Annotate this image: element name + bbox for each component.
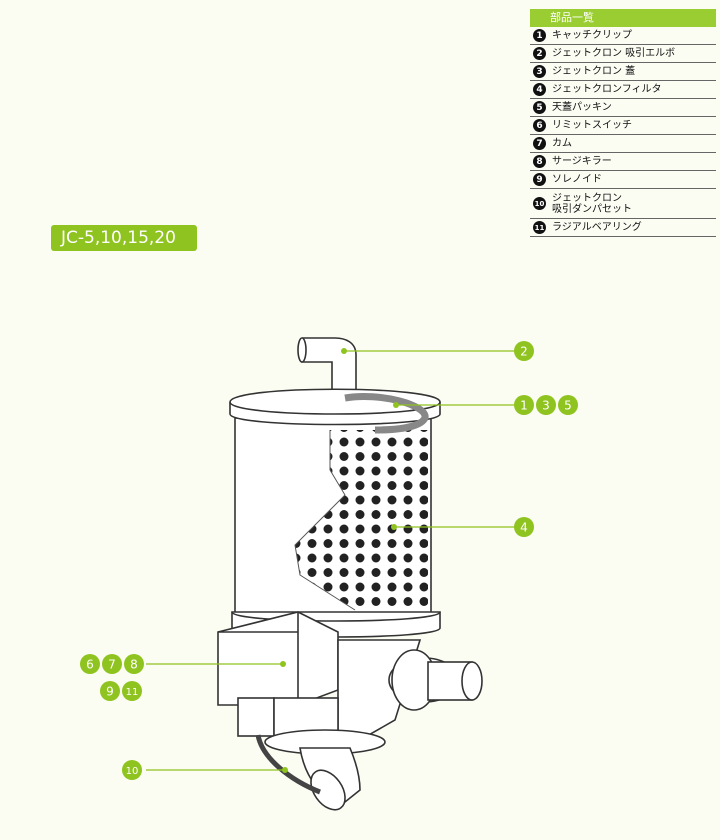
part-number-badge: 6 xyxy=(533,119,546,132)
svg-text:2: 2 xyxy=(520,345,528,359)
svg-text:3: 3 xyxy=(542,399,550,413)
svg-text:10: 10 xyxy=(126,766,139,777)
part-name: ジェットクロン 蓋 xyxy=(552,66,636,77)
parts-list-item: 10 ジェットクロン 吸引ダンパセット xyxy=(530,189,716,219)
part-name: ラジアルベアリング xyxy=(552,222,642,233)
svg-text:1: 1 xyxy=(520,399,528,413)
callout-6-7-8: 6 7 8 xyxy=(80,654,144,674)
lid-rim xyxy=(229,401,441,415)
parts-list-item: 3 ジェットクロン 蓋 xyxy=(530,63,716,81)
part-number-badge: 8 xyxy=(533,155,546,168)
svg-text:5: 5 xyxy=(564,399,572,413)
parts-list-item: 6 リミットスイッチ xyxy=(530,117,716,135)
part-name: ソレノイド xyxy=(552,174,602,185)
callout-2: 2 xyxy=(514,341,534,361)
parts-list-item: 1 キャッチクリップ xyxy=(530,27,716,45)
callout-1-3-5: 1 3 5 xyxy=(514,395,578,415)
parts-list-item: 8 サージキラー xyxy=(530,153,716,171)
svg-text:7: 7 xyxy=(108,658,116,672)
parts-list-item: 7 カム xyxy=(530,135,716,153)
callout-9-11: 9 11 xyxy=(100,681,142,701)
leader-lines xyxy=(146,350,515,771)
part-name: リミットスイッチ xyxy=(552,120,632,131)
parts-list-item: 9 ソレノイド xyxy=(530,171,716,189)
callout-10: 10 xyxy=(122,760,142,780)
elbow-opening xyxy=(297,337,307,363)
part-number-badge: 11 xyxy=(533,221,546,234)
svg-text:9: 9 xyxy=(106,685,114,699)
part-number-badge: 5 xyxy=(533,101,546,114)
parts-list-table: 部品一覧 1 キャッチクリップ 2 ジェットクロン 吸引エルボ 3 ジェットクロ… xyxy=(530,9,716,237)
part-name: サージキラー xyxy=(552,156,612,167)
part-name: 天蓋パッキン xyxy=(552,102,612,113)
model-label: JC-5,10,15,20 xyxy=(51,225,197,251)
part-number-badge: 9 xyxy=(533,173,546,186)
parts-list-title: 部品一覧 xyxy=(530,9,716,27)
svg-text:6: 6 xyxy=(86,658,94,672)
part-number-badge: 3 xyxy=(533,65,546,78)
part-number-badge: 2 xyxy=(533,47,546,60)
part-number-badge: 1 xyxy=(533,29,546,42)
svg-text:11: 11 xyxy=(126,687,139,698)
unit-outline xyxy=(217,337,483,811)
leader-dots xyxy=(280,348,399,773)
part-name: ジェットクロン 吸引エルボ xyxy=(552,48,676,59)
gasket-ring xyxy=(344,393,429,434)
svg-text:8: 8 xyxy=(130,658,138,672)
solenoid-block xyxy=(237,697,275,737)
cutaway-edge xyxy=(294,430,356,611)
bottom-ring-edge xyxy=(231,611,441,622)
part-number-badge: 7 xyxy=(533,137,546,150)
outlet-opening xyxy=(310,769,346,811)
svg-text:4: 4 xyxy=(520,521,528,535)
parts-list-item: 11 ラジアルベアリング xyxy=(530,219,716,237)
part-name: ジェットクロンフィルタ xyxy=(552,84,662,95)
parts-list-item: 2 ジェットクロン 吸引エルボ xyxy=(530,45,716,63)
parts-list-item: 4 ジェットクロンフィルタ xyxy=(530,81,716,99)
damper-lever xyxy=(255,734,321,795)
part-name: カム xyxy=(552,138,572,149)
part-number-badge: 10 xyxy=(533,197,546,210)
part-name: ジェットクロン 吸引ダンパセット xyxy=(552,192,632,215)
callout-4: 4 xyxy=(514,517,534,537)
part-name: キャッチクリップ xyxy=(552,30,632,41)
part-number-badge: 4 xyxy=(533,83,546,96)
parts-list-item: 5 天蓋パッキン xyxy=(530,99,716,117)
shaft-end xyxy=(461,661,483,701)
